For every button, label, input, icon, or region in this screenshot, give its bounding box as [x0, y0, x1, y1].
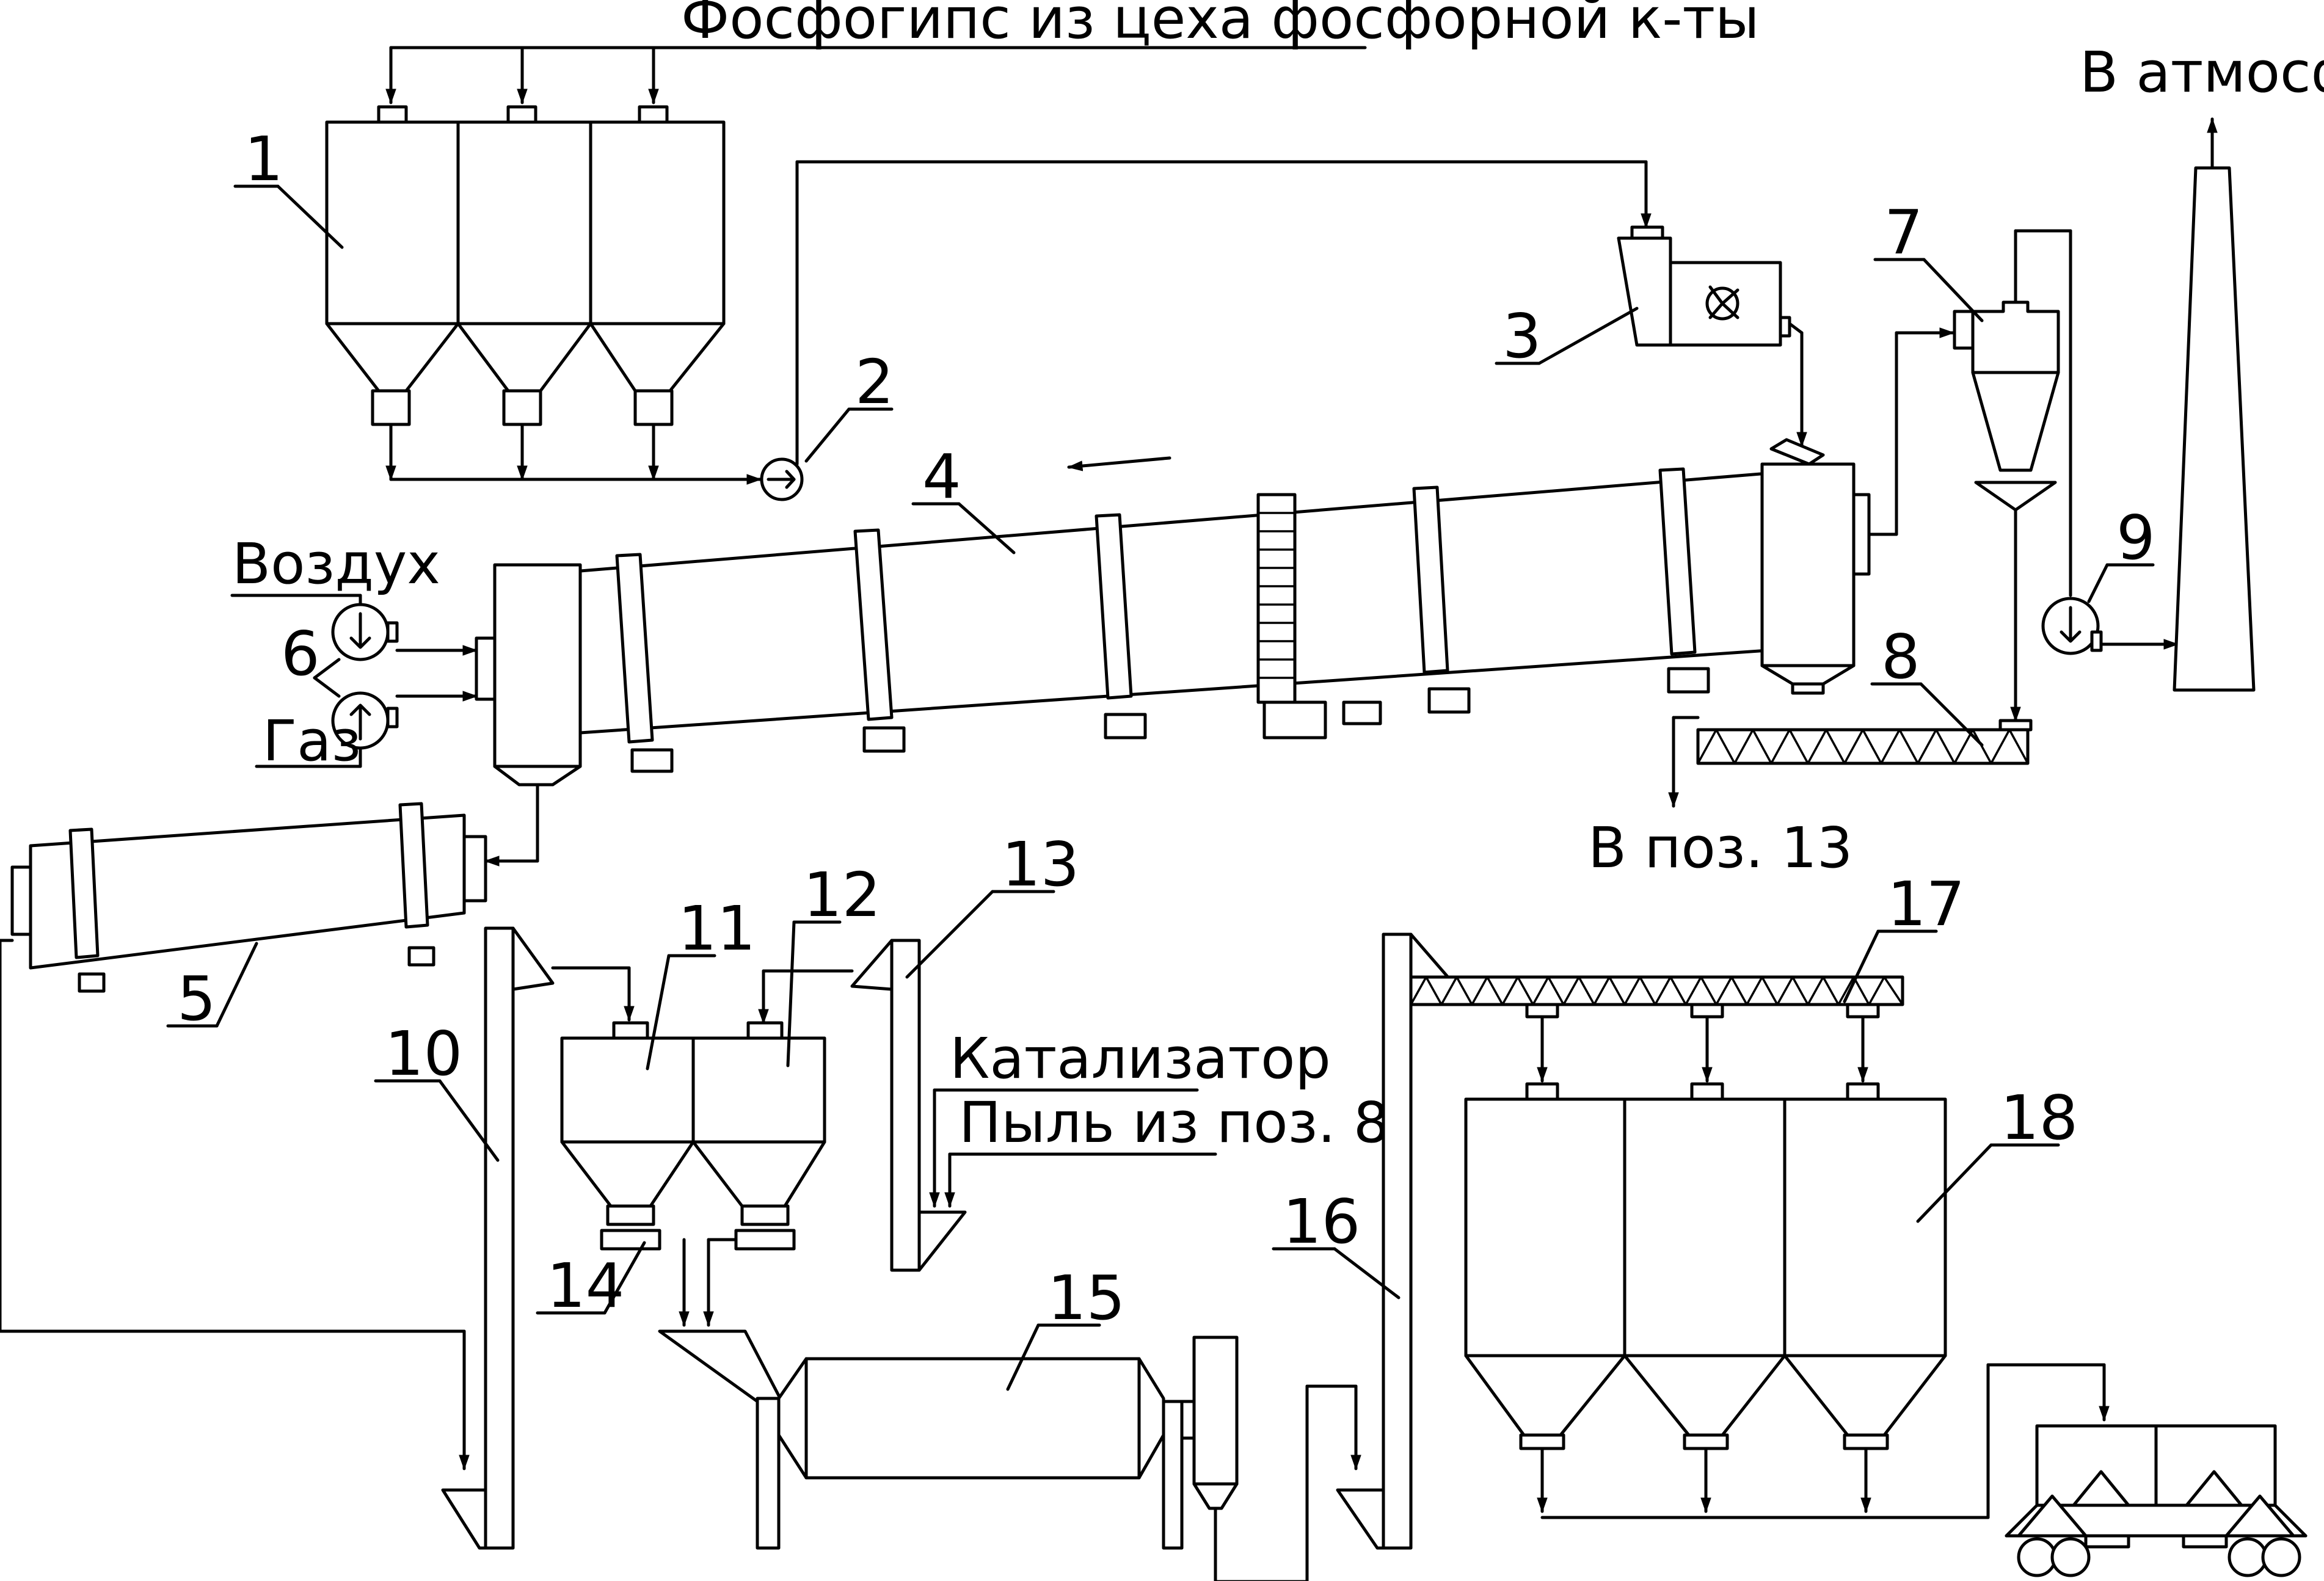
storage-bunker-1: [325, 105, 762, 485]
screw-conveyor-8: [1668, 716, 2033, 808]
to-atmosphere-label: В атмосферу: [2080, 40, 2324, 105]
pneumatic-pump-2: [760, 160, 1652, 501]
position-label-4: 4: [922, 441, 961, 512]
gas-label: Газ: [263, 708, 361, 774]
bucket-elevator-16: [1336, 932, 1452, 1550]
air-label: Воздух: [232, 531, 440, 597]
position-label-18: 18: [2000, 1082, 2078, 1154]
blowers-6: [230, 594, 478, 768]
position-label-7: 7: [1884, 197, 1923, 268]
product-silos-18: [1464, 1082, 2110, 1519]
ball-mill-15: [658, 1329, 1361, 1581]
position-label-5: 5: [177, 963, 216, 1034]
position-label-16: 16: [1283, 1186, 1360, 1257]
position-label-10: 10: [385, 1018, 462, 1089]
position-label-14: 14: [547, 1250, 624, 1321]
kiln-heat-exchanger-section: [1256, 493, 1382, 740]
position-label-17: 17: [1887, 868, 1965, 940]
railway-hopper-car: [2005, 1424, 2308, 1577]
phosphogypsum-feed-line: [385, 46, 1367, 104]
position-label-11: 11: [678, 893, 756, 964]
catalyst-label: Катализатор: [950, 1026, 1331, 1091]
rotary-kiln-4: [475, 327, 1955, 867]
position-label-9: 9: [2116, 502, 2155, 573]
hopper-feeder-3: [1617, 225, 1807, 448]
position-label-12: 12: [803, 859, 881, 931]
position-label-2: 2: [855, 346, 894, 418]
rotary-cooler-5: [0, 802, 487, 1470]
dust-from-pos8-label: Пыль из поз. 8: [959, 1090, 1389, 1155]
phosphogypsum-source-label: Фосфогипс из цеха фосфорной к-ты: [681, 0, 1760, 51]
exhaust-fan-9: [2041, 597, 2179, 655]
bunker-11: [560, 1021, 695, 1327]
position-label-3: 3: [1503, 300, 1542, 372]
position-label-13: 13: [1002, 829, 1079, 900]
position-label-15: 15: [1047, 1262, 1125, 1334]
screw-conveyor-17: [1409, 975, 1904, 1083]
position-label-1: 1: [244, 123, 283, 195]
position-label-8: 8: [1881, 621, 1920, 692]
exhaust-stack: [2173, 117, 2256, 692]
to-pos13-label: В поз. 13: [1588, 815, 1852, 881]
bunker-12: [691, 1021, 826, 1327]
bucket-elevator-13: [758, 939, 1217, 1272]
cyclone-7: [1953, 229, 2072, 722]
bucket-elevator-10: [441, 926, 635, 1550]
